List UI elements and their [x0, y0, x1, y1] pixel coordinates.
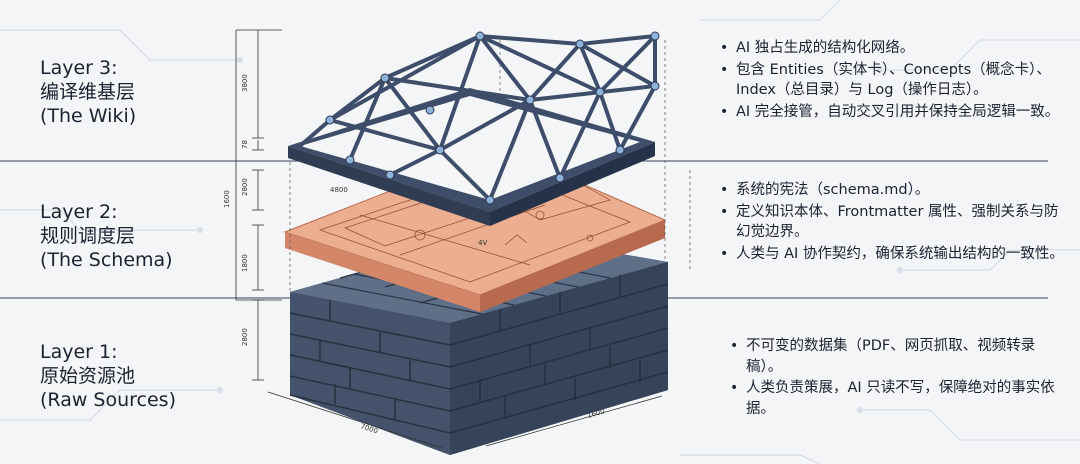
dim-layer3-base: 78 [241, 140, 249, 149]
layer2-bullet-3: 人类与 AI 协作契约，确保系统输出结构的一致性。 [720, 244, 1065, 265]
dim-layer1-height: 2800 [241, 328, 249, 346]
layer3-bullet-3: AI 完全接管，自动交叉引用并保持全局逻辑一致。 [720, 102, 1065, 123]
layer1-title-cn: 原始资源池 [40, 365, 136, 387]
layer3-label: Layer 3: 编译维基层 (The Wiki) [40, 56, 240, 128]
plan-label-a: 4800 [330, 186, 348, 194]
layer1-bullet-2: 人类负责策展，AI 只读不写，保障绝对的事实依据。 [730, 378, 1060, 419]
layer3-bullet-2: 包含 Entities（实体卡）、Concepts（概念卡）、Index（总目录… [720, 60, 1065, 101]
layer1-title-en: Layer 1: [40, 341, 118, 363]
layer2-bullets: 系统的宪法（schema.md）。 定义知识本体、Frontmatter 属性、… [720, 180, 1065, 265]
layer1-subtitle: (Raw Sources) [40, 389, 176, 411]
layer3-subtitle: (The Wiki) [40, 105, 137, 127]
vertical-dimension-lines [235, 29, 282, 381]
layer3-bullet-1: AI 独占生成的结构化网络。 [720, 38, 1065, 59]
layer2-bullet-1: 系统的宪法（schema.md）。 [720, 180, 1065, 201]
dim-layer3-height: 3800 [241, 74, 249, 92]
layer2-label: Layer 2: 规则调度层 (The Schema) [40, 200, 240, 272]
layer3-title-en: Layer 3: [40, 57, 118, 79]
layer2-title-en: Layer 2: [40, 201, 118, 223]
layer2-title-cn: 规则调度层 [40, 225, 136, 247]
dim-layer2-total: 1600 [223, 190, 231, 208]
layer1-bullets: 不可变的数据集（PDF、网页抓取、视频转录稿）。 人类负责策展，AI 只读不写，… [730, 336, 1060, 420]
layer1-label: Layer 1: 原始资源池 (Raw Sources) [40, 340, 240, 412]
layer2-subtitle: (The Schema) [40, 249, 173, 271]
wiki-steel-truss [288, 31, 660, 226]
dim-layer2-top: 2800 [241, 178, 249, 196]
layer2-bullet-2: 定义知识本体、Frontmatter 属性、强制关系与防幻觉边界。 [720, 202, 1065, 243]
layer3-bullets: AI 独占生成的结构化网络。 包含 Entities（实体卡）、Concepts… [720, 38, 1065, 123]
layer1-bullet-1: 不可变的数据集（PDF、网页抓取、视频转录稿）。 [730, 336, 1060, 377]
layer3-title-cn: 编译维基层 [40, 81, 136, 103]
plan-label-b: 4V [478, 239, 487, 247]
dim-layer2-bottom: 1800 [241, 254, 249, 272]
